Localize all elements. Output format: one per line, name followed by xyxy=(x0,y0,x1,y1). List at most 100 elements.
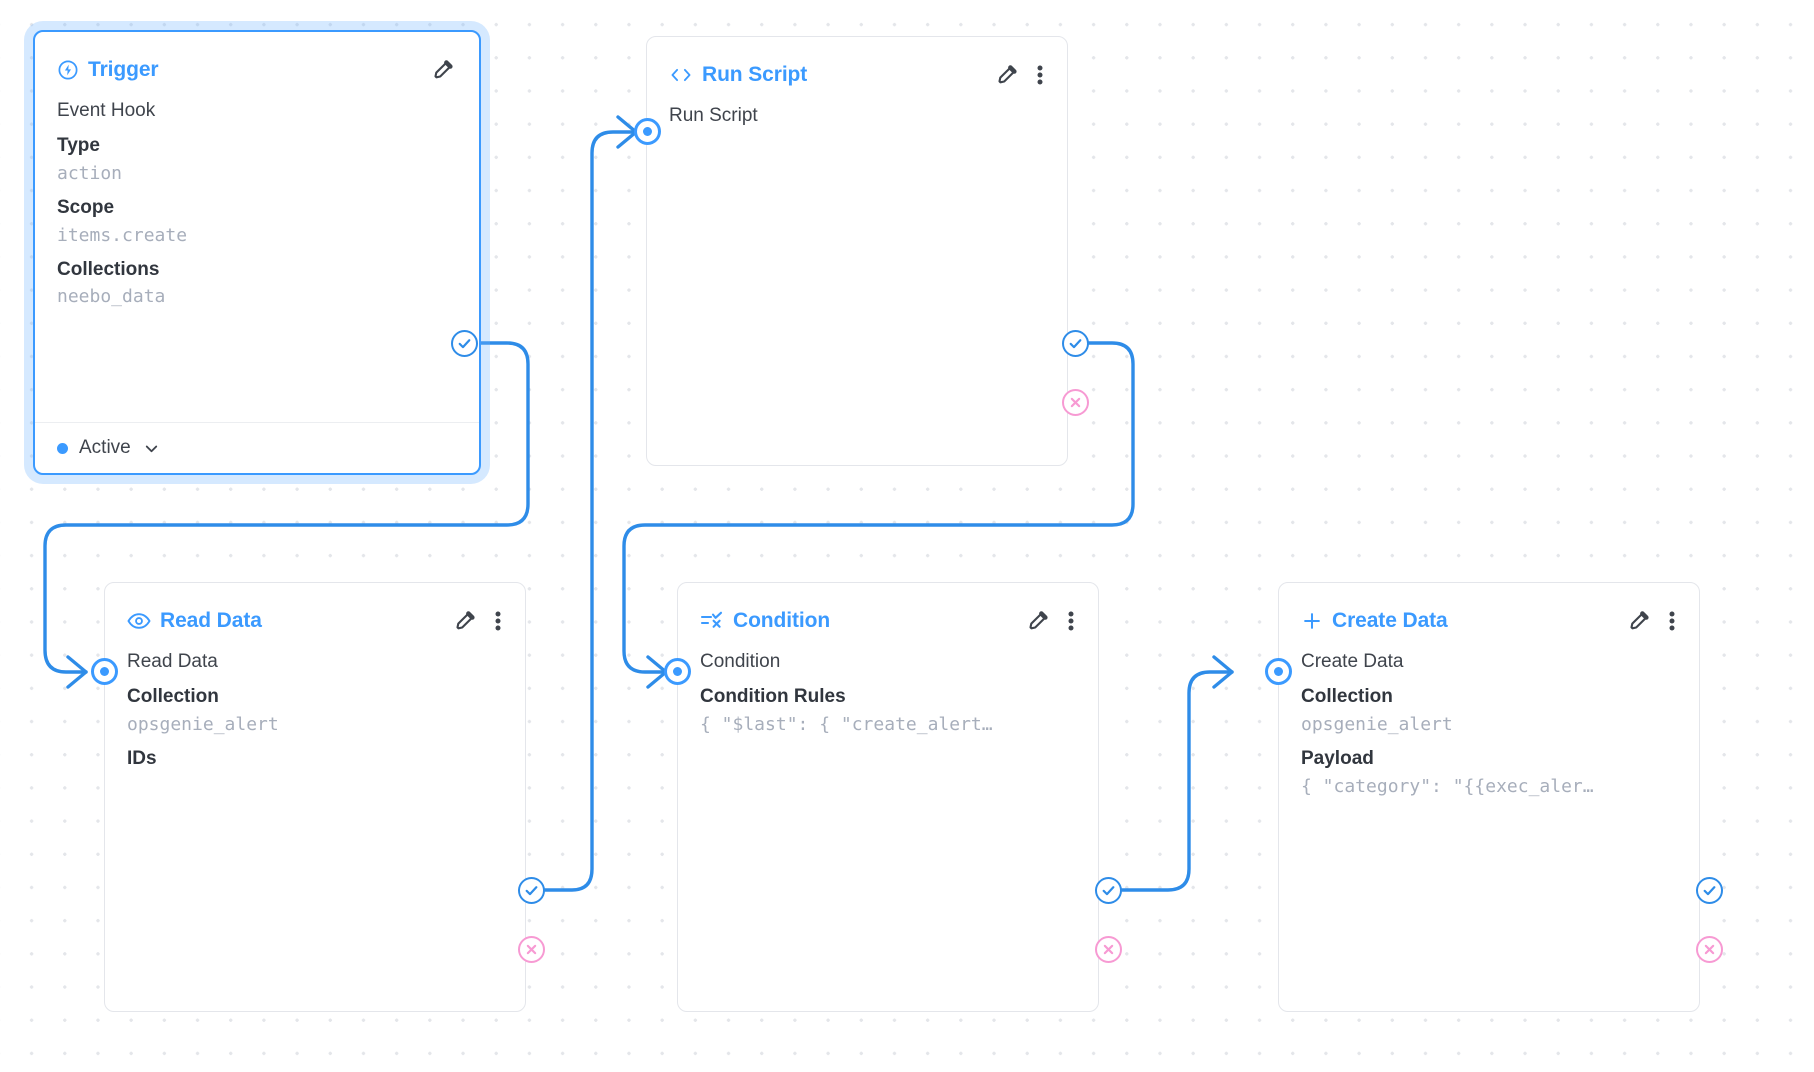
edit-icon[interactable] xyxy=(1026,609,1050,633)
create-data-resolve-handle[interactable] xyxy=(1696,877,1723,904)
create-data-field-payload: Payload { "category": "{{exec_aler… xyxy=(1301,745,1677,800)
read-data-reject-handle[interactable] xyxy=(518,936,545,963)
node-condition[interactable]: Condition Conditio xyxy=(677,582,1099,1012)
field-value: { "$last": { "create_alert… xyxy=(700,713,993,735)
field-label: Collections xyxy=(57,258,160,280)
field-label: Condition Rules xyxy=(700,686,846,708)
read-data-body-title: Read Data xyxy=(127,651,218,672)
read-data-title-group: Read Data xyxy=(127,609,262,633)
field-label: Payload xyxy=(1301,747,1374,769)
field-label: Collection xyxy=(1301,686,1393,708)
edit-icon[interactable] xyxy=(431,58,455,82)
field-label: IDs xyxy=(127,747,157,769)
trigger-title-group: Trigger xyxy=(57,58,159,82)
edge-condition-to-create-data xyxy=(1120,670,1234,892)
chevron-down-icon[interactable] xyxy=(142,439,161,458)
condition-field-rules: Condition Rules { "$last": { "create_ale… xyxy=(700,683,1076,738)
more-options-icon[interactable] xyxy=(1669,609,1675,633)
field-label: Scope xyxy=(57,196,115,218)
condition-resolve-handle[interactable] xyxy=(1095,877,1122,904)
create-data-header: Create Data xyxy=(1279,583,1699,639)
arrowhead-read-data xyxy=(66,655,88,689)
condition-body-title: Condition xyxy=(700,651,781,672)
edit-icon[interactable] xyxy=(995,63,1019,87)
create-data-title: Create Data xyxy=(1332,609,1448,632)
status-dot xyxy=(57,442,68,454)
x-circle-icon xyxy=(1070,397,1081,408)
create-data-body-title: Create Data xyxy=(1301,651,1404,672)
arrowhead-create-data xyxy=(1212,655,1234,689)
field-value: action xyxy=(57,162,123,184)
create-data-reject-handle[interactable] xyxy=(1696,936,1723,963)
edge-read-data-to-run-script xyxy=(543,130,636,892)
node-read-data[interactable]: Read Data Read Dat xyxy=(104,582,526,1012)
run-script-title: Run Script xyxy=(702,63,808,86)
field-label: Collection xyxy=(127,686,219,708)
trigger-field-type: Type action xyxy=(57,132,457,187)
check-circle-icon xyxy=(1102,886,1115,896)
node-trigger[interactable]: Trigger Event Hook Type action Scope ite… xyxy=(33,30,481,475)
condition-filter-icon xyxy=(700,611,724,631)
trigger-title: Trigger xyxy=(88,58,159,81)
more-options-icon[interactable] xyxy=(1068,609,1074,633)
run-script-target-handle[interactable] xyxy=(634,118,661,145)
create-data-tools xyxy=(1627,609,1677,633)
edit-icon[interactable] xyxy=(1627,609,1651,633)
x-circle-icon xyxy=(526,944,537,955)
condition-reject-handle[interactable] xyxy=(1095,936,1122,963)
condition-header: Condition xyxy=(678,583,1098,639)
read-data-field-collection: Collection opsgenie_alert xyxy=(127,683,503,738)
trigger-field-scope: Scope items.create xyxy=(57,194,457,249)
condition-target-handle[interactable] xyxy=(664,658,691,685)
check-circle-icon xyxy=(458,339,471,349)
read-data-header: Read Data xyxy=(105,583,525,639)
eye-icon xyxy=(127,612,151,630)
run-script-resolve-handle[interactable] xyxy=(1062,330,1089,357)
more-options-icon[interactable] xyxy=(1037,63,1043,87)
code-brackets-icon xyxy=(669,65,693,85)
trigger-tools xyxy=(431,58,457,82)
more-options-icon[interactable] xyxy=(495,609,501,633)
field-label: Type xyxy=(57,135,100,157)
check-circle-icon xyxy=(525,886,538,896)
run-script-tools xyxy=(995,63,1045,87)
x-circle-icon xyxy=(1704,944,1715,955)
run-script-reject-handle[interactable] xyxy=(1062,389,1089,416)
field-value: opsgenie_alert xyxy=(1301,713,1453,735)
run-script-body-title: Run Script xyxy=(669,105,758,126)
run-script-header: Run Script xyxy=(647,37,1067,93)
condition-title: Condition xyxy=(733,609,831,632)
trigger-status-dropdown[interactable]: Active xyxy=(35,422,479,473)
check-circle-icon xyxy=(1703,886,1716,896)
node-run-script[interactable]: Run Script Run Scr xyxy=(646,36,1068,466)
field-value: opsgenie_alert xyxy=(127,713,279,735)
read-data-resolve-handle[interactable] xyxy=(518,877,545,904)
trigger-body: Event Hook Type action Scope items.creat… xyxy=(35,88,479,310)
node-create-data[interactable]: Create Data Create xyxy=(1278,582,1700,1012)
trigger-header: Trigger xyxy=(35,32,479,88)
read-data-body: Read Data Collection opsgenie_alert IDs xyxy=(105,639,525,773)
create-data-target-handle[interactable] xyxy=(1265,658,1292,685)
status-label: Active xyxy=(79,437,131,458)
read-data-tools xyxy=(453,609,503,633)
condition-body: Condition Condition Rules { "$last": { "… xyxy=(678,639,1098,738)
plus-icon xyxy=(1301,610,1323,632)
trigger-field-collections: Collections neebo_data xyxy=(57,256,457,311)
field-value: { "category": "{{exec_aler… xyxy=(1301,775,1594,797)
field-value: items.create xyxy=(57,224,188,246)
read-data-field-ids: IDs xyxy=(127,745,503,773)
read-data-title: Read Data xyxy=(160,609,262,632)
run-script-body: Run Script xyxy=(647,93,1067,130)
create-data-body: Create Data Collection opsgenie_alert Pa… xyxy=(1279,639,1699,800)
x-circle-icon xyxy=(1103,944,1114,955)
condition-title-group: Condition xyxy=(700,609,830,633)
run-script-title-group: Run Script xyxy=(669,63,807,87)
bolt-circle-icon xyxy=(57,59,79,81)
edit-icon[interactable] xyxy=(453,609,477,633)
trigger-resolve-handle[interactable] xyxy=(451,330,478,357)
field-value: neebo_data xyxy=(57,286,166,308)
trigger-body-title: Event Hook xyxy=(57,100,156,121)
check-circle-icon xyxy=(1069,339,1082,349)
read-data-target-handle[interactable] xyxy=(91,658,118,685)
